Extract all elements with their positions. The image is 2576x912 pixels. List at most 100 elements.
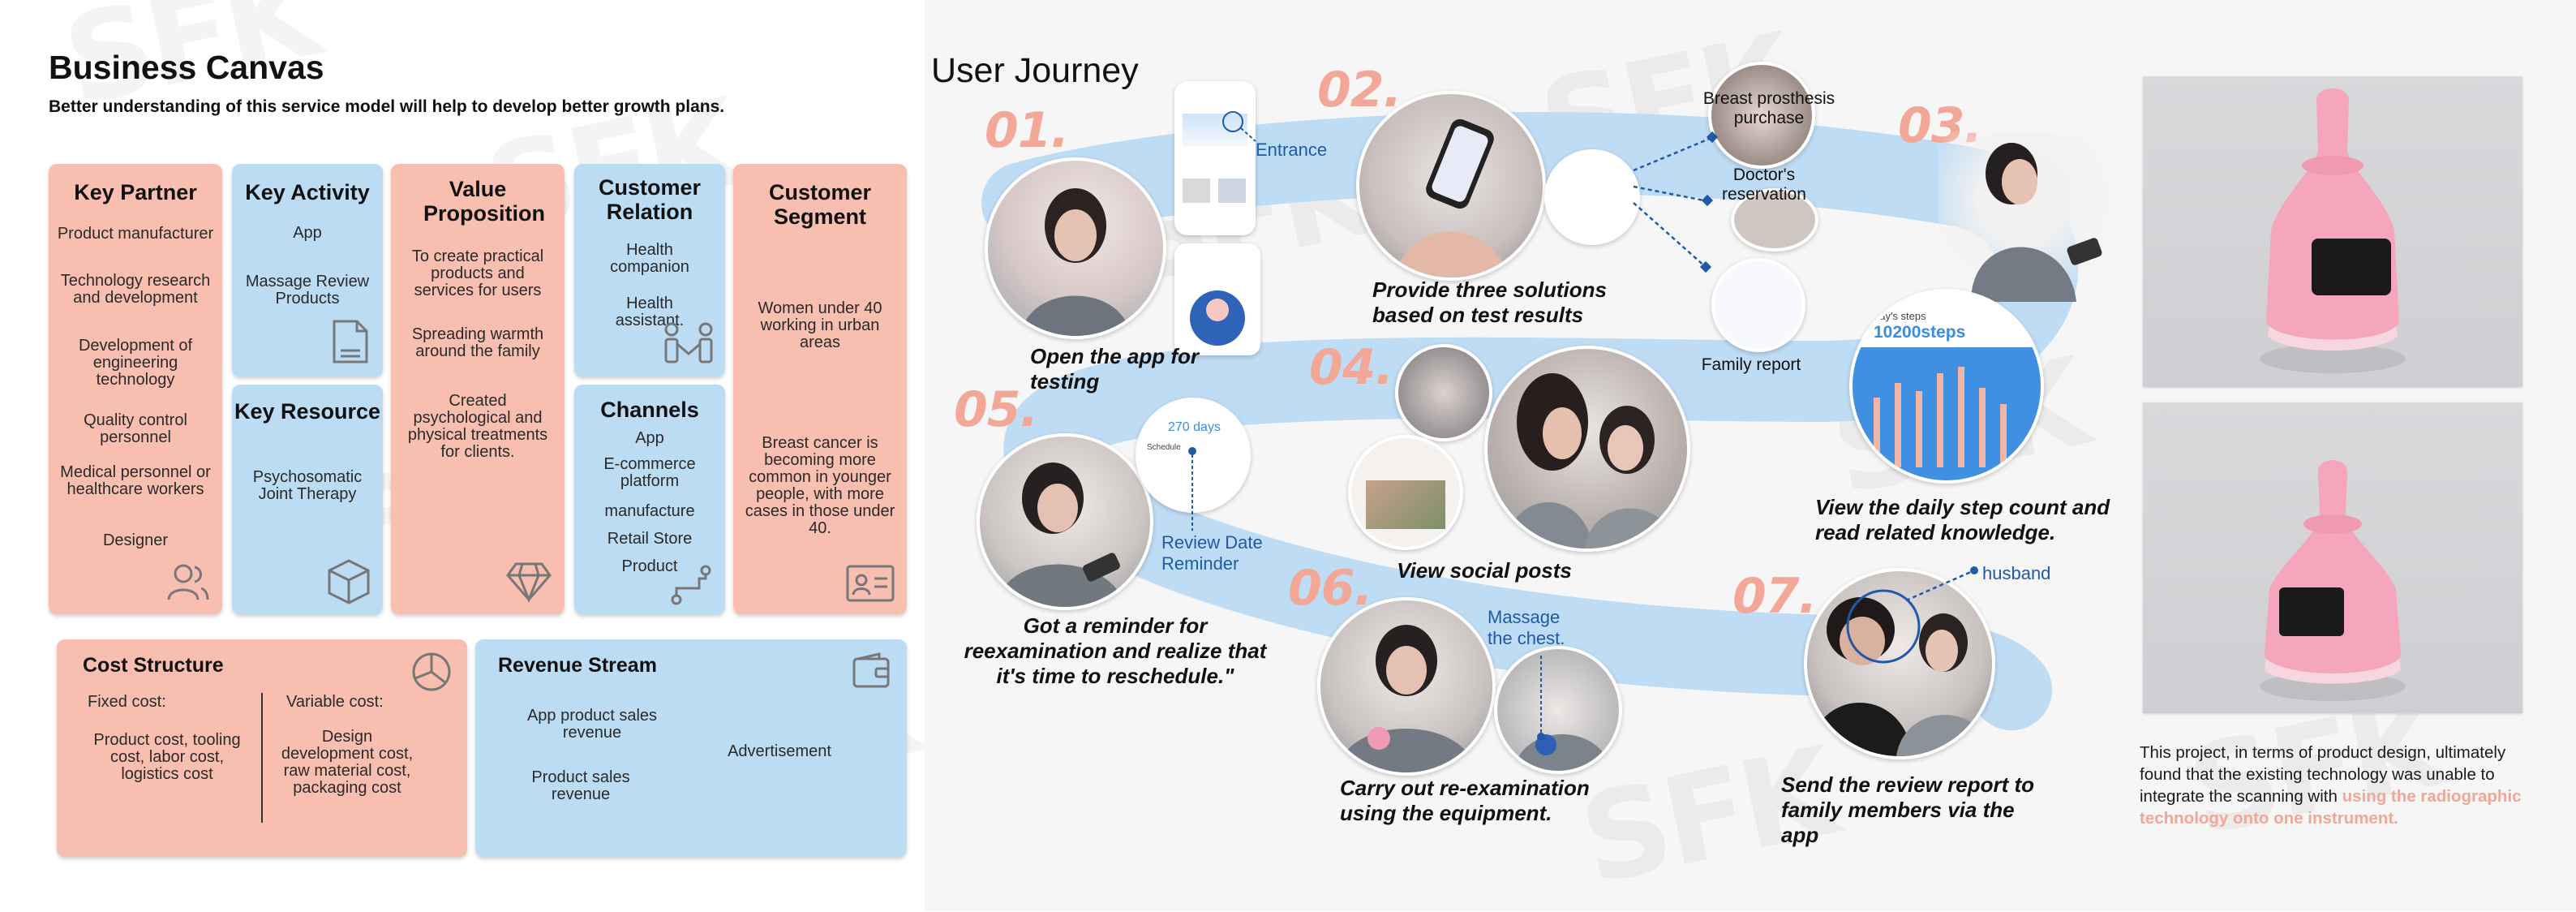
family-report-screen — [1711, 258, 1805, 352]
value-proposition-card: Value Proposition To create practical pr… — [391, 164, 565, 614]
step-photo — [1938, 131, 2125, 302]
cost-divider — [261, 693, 263, 823]
document-icon — [333, 320, 368, 364]
key-partner-item: Quality control personnel — [84, 411, 187, 446]
variable-cost-items: Design development cost, raw material co… — [281, 728, 414, 797]
option-label: Doctor's reservation — [1722, 166, 1806, 204]
channels-item: E-commerce platform — [603, 455, 696, 490]
canvas-subtitle: Better understanding of this service mod… — [49, 97, 725, 116]
entrance-label: Entrance — [1256, 140, 1328, 160]
users-icon — [167, 564, 209, 600]
app-screen — [1174, 243, 1260, 355]
canvas-title: Business Canvas — [49, 49, 324, 86]
revenue-item: Advertisement — [728, 742, 831, 760]
key-partner-title: Key Partner — [74, 180, 197, 204]
step-number: 07. — [1732, 568, 1817, 625]
cube-icon — [328, 559, 370, 604]
description-text: This project, in terms of product design… — [2140, 743, 2506, 806]
husband-pointer — [1846, 566, 1978, 664]
revenue-item: Product sales revenue — [531, 768, 630, 803]
channels-card: Channels App E-commerce platform manufac… — [574, 385, 725, 614]
key-resource-card: Key Resource Psychosomatic Joint Therapy — [232, 385, 383, 614]
customer-segment-item: Women under 40 working in urban areas — [758, 299, 882, 351]
value-proposition-item: To create practical products and service… — [411, 247, 544, 299]
app-thumb — [1183, 179, 1210, 203]
key-partner-card: Key Partner Product manufacturer Technol… — [49, 164, 222, 614]
description-highlight: using the radiographic technology onto o… — [2140, 787, 2522, 828]
key-partner-item: Designer — [102, 531, 169, 549]
channels-item: manufacture — [604, 502, 695, 520]
phone-hand-icon — [1392, 118, 1513, 277]
post-image — [1366, 480, 1445, 529]
key-resource-title: Key Resource — [234, 399, 381, 424]
step-caption: Got a reminder for reexamination and rea… — [964, 613, 1267, 688]
step-number: 01. — [985, 102, 1069, 159]
option-label: Family report — [1701, 355, 1801, 374]
channels-item: Product — [621, 557, 678, 575]
product-description: This project, in terms of product design… — [2140, 742, 2537, 829]
customer-segment-card: Customer Segment Women under 40 working … — [733, 164, 907, 614]
husband-label: husband — [1982, 563, 2051, 583]
key-partner-item: Product manufacturer — [57, 225, 214, 243]
value-proposition-item: Spreading warmth around the family — [411, 325, 544, 360]
entrance-pointer — [1222, 111, 1256, 142]
customer-relation-title: Customer Relation — [598, 175, 702, 224]
steps-screen: day's steps 10200steps — [1849, 289, 2044, 484]
journey-title: User Journey — [931, 51, 1139, 90]
person-figure-icon — [1337, 625, 1476, 772]
wallet-icon — [852, 652, 890, 688]
pie-chart-icon — [412, 652, 451, 691]
customer-relation-card: Customer Relation Health companion Healt… — [574, 164, 725, 376]
key-activity-title: Key Activity — [245, 180, 370, 204]
step-number: 06. — [1288, 560, 1372, 617]
illustration-icon — [1190, 290, 1245, 346]
product-bottle-icon — [2260, 460, 2406, 701]
app-thumb — [1218, 179, 1246, 203]
key-activity-card: Key Activity App Massage Review Products — [232, 164, 383, 376]
solution-connectors — [1633, 131, 1719, 273]
solution-screen — [1544, 149, 1640, 245]
steps-label: day's steps — [1874, 310, 1926, 322]
key-partner-item: Technology research and development — [60, 272, 211, 307]
massage-photo — [1494, 646, 1622, 774]
device-icon — [1513, 734, 1611, 771]
prosthesis-photo — [1708, 62, 1815, 169]
channels-item: Retail Store — [607, 530, 693, 548]
massage-pointer — [1537, 656, 1545, 741]
step-number: 04. — [1309, 339, 1393, 396]
app-screen — [1174, 81, 1256, 235]
customer-segment-title: Customer Segment — [768, 180, 872, 229]
person-figure-icon — [1020, 188, 1131, 336]
doctor-photo — [1731, 188, 1818, 252]
key-activity-item: App — [293, 224, 322, 242]
schedule-label: Schedule — [1147, 443, 1181, 452]
product-photo — [2143, 402, 2522, 713]
product-photo — [2143, 76, 2522, 387]
social-post-screen — [1348, 435, 1463, 550]
reminder-label: Review Date Reminder — [1161, 532, 1263, 574]
variable-cost-label: Variable cost: — [286, 693, 384, 711]
diamond-icon — [506, 562, 552, 603]
step-photo — [977, 433, 1153, 610]
key-partner-item: Medical personnel or healthcare workers — [60, 463, 211, 498]
route-icon — [671, 565, 711, 605]
two-people-icon — [1807, 597, 1992, 756]
revenue-stream-card: Revenue Stream App product sales revenue… — [475, 639, 907, 857]
step-caption: Provide three solutions based on test re… — [1372, 277, 1607, 327]
step-caption: Send the review report to family members… — [1781, 772, 2035, 847]
person-figure-icon — [996, 462, 1126, 607]
massage-label: Massage the chest. — [1488, 607, 1565, 648]
option-label: Breast prosthesis purchase — [1702, 89, 1835, 127]
days-count: 270 days — [1168, 420, 1221, 434]
step-photo — [1356, 91, 1546, 281]
step-caption: Carry out re-examination using the equip… — [1340, 776, 1590, 825]
channels-item: App — [635, 429, 664, 447]
customer-relation-item: Health companion — [610, 241, 689, 276]
step-caption: Open the app for testing — [1030, 344, 1199, 394]
fixed-cost-label: Fixed cost: — [88, 693, 166, 711]
reminder-pointer — [1188, 447, 1196, 531]
revenue-stream-title: Revenue Stream — [498, 654, 657, 677]
step-photo — [985, 157, 1166, 339]
channels-title: Channels — [600, 398, 699, 422]
steps-value: 10200steps — [1874, 323, 1966, 342]
